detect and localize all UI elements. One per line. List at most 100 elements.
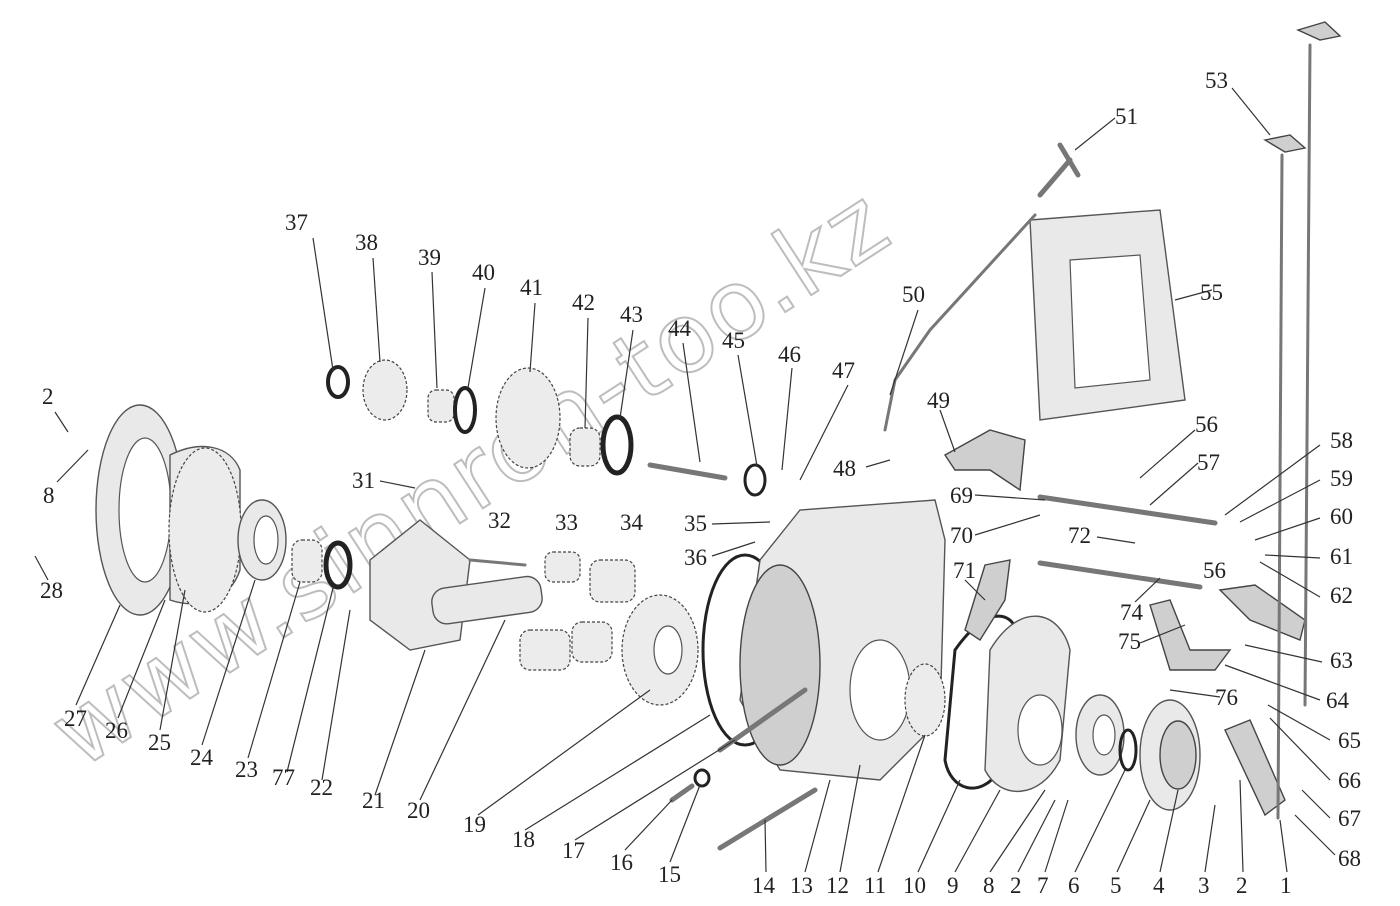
part-gear-38 (362, 359, 408, 421)
callout-46: 46 (778, 342, 801, 367)
leader-6 (1074, 769, 1126, 873)
callout-74: 74 (1120, 600, 1144, 625)
leader-39 (431, 271, 438, 389)
leader-70 (974, 514, 1041, 536)
callout-14: 14 (752, 873, 776, 898)
callout-28: 28 (40, 578, 63, 603)
part-ring-40 (453, 386, 477, 434)
part-needle-bearing-23 (291, 539, 323, 583)
callout-33: 33 (555, 510, 578, 535)
leader-53 (1231, 87, 1271, 136)
part-ring-37 (326, 365, 350, 399)
callout-26: 26 (105, 718, 128, 743)
part-splined-hub-11 (904, 663, 946, 737)
callout-19: 19 (463, 812, 486, 837)
callout-51: 51 (1115, 104, 1138, 129)
callout-16: 16 (610, 850, 633, 875)
callout-68: 68 (1338, 846, 1361, 871)
part-fork-64 (1149, 599, 1232, 671)
leader-51 (1074, 117, 1116, 151)
callout-77: 77 (272, 765, 295, 790)
leader-62 (1259, 561, 1321, 598)
leader-14 (764, 819, 767, 873)
part-lever-2 (1224, 719, 1286, 817)
part-gear-41 (495, 367, 561, 469)
callout-53: 53 (1205, 68, 1228, 93)
part-shift-fork-49 (943, 429, 1026, 492)
leader-5 (1116, 799, 1151, 873)
part-gear-19-hub (653, 625, 683, 675)
part-end-cap-4 (1159, 720, 1197, 790)
part-long-rod-1 (1276, 153, 1284, 820)
callout-21: 21 (362, 788, 385, 813)
leader-23 (247, 581, 301, 759)
leader-67 (1301, 789, 1331, 819)
callout-4: 4 (1153, 873, 1165, 898)
callout-35: 35 (684, 511, 707, 536)
callout-27: 27 (64, 706, 87, 731)
callout-44: 44 (668, 316, 692, 341)
leader-20 (419, 619, 506, 801)
leader-31 (379, 480, 416, 489)
leader-61 (1264, 554, 1321, 559)
callout-20: 20 (407, 798, 430, 823)
leader-63 (1244, 644, 1323, 663)
leader-59 (1239, 479, 1321, 523)
callout-5: 5 (1110, 873, 1122, 898)
leader-21 (374, 649, 426, 796)
leader-66 (1269, 717, 1331, 781)
leader-44 (682, 342, 701, 463)
part-ring-15 (693, 768, 711, 788)
callout-47: 47 (832, 358, 855, 383)
callout-22: 22 (310, 775, 333, 800)
callout-41: 41 (520, 275, 543, 300)
part-bolt-14 (717, 787, 818, 851)
leader-49 (939, 409, 956, 453)
leader-71 (964, 579, 986, 601)
callout-42: 42 (572, 290, 595, 315)
leader-64 (1224, 664, 1321, 701)
part-shaft-44 (647, 462, 728, 481)
leader-48 (865, 459, 891, 468)
leader-15 (669, 784, 701, 863)
leader-10 (917, 779, 961, 873)
part-rod-53-handle (1296, 21, 1342, 41)
leader-43 (619, 329, 634, 419)
callout-65: 65 (1338, 728, 1361, 753)
callout-76: 76 (1215, 685, 1238, 710)
part-shaft-20 (431, 575, 543, 625)
callout-72: 72 (1068, 523, 1091, 548)
leader-16 (624, 799, 673, 851)
callout-10: 10 (903, 873, 926, 898)
part-ring-45 (743, 463, 767, 497)
callout-1: 1 (1280, 873, 1292, 898)
part-ring-6 (1118, 728, 1138, 772)
callout-36: 36 (684, 545, 707, 570)
callout-18: 18 (512, 827, 535, 852)
callout-57: 57 (1197, 450, 1220, 475)
leader-60 (1254, 517, 1321, 541)
callout-15: 15 (658, 862, 681, 887)
callout-25: 25 (148, 730, 171, 755)
part-ring-77 (323, 540, 353, 590)
leader-58 (1224, 444, 1321, 516)
callout-2b: 2 (1010, 873, 1022, 898)
part-gasket-plate-55-window (1069, 254, 1151, 389)
leader-19 (477, 689, 651, 816)
callout-70: 70 (950, 523, 973, 548)
part-rail-74 (1037, 560, 1203, 590)
callout-63: 63 (1330, 648, 1353, 673)
leader-25 (159, 589, 186, 731)
part-bolt-16 (669, 783, 695, 803)
part-t-handle-51-bar (1057, 142, 1081, 178)
part-planet-gear-b (571, 621, 613, 663)
leader-2a (54, 411, 69, 433)
part-housing-bore (849, 639, 911, 741)
leader-77 (286, 587, 334, 773)
callout-labels: 37 38 39 40 41 42 43 44 45 46 47 48 49 5… (40, 68, 1361, 898)
parts-layer (95, 21, 1342, 851)
callout-34: 34 (620, 510, 644, 535)
callout-69: 69 (950, 483, 973, 508)
leader-76 (1169, 689, 1221, 698)
leader-13 (804, 779, 831, 873)
